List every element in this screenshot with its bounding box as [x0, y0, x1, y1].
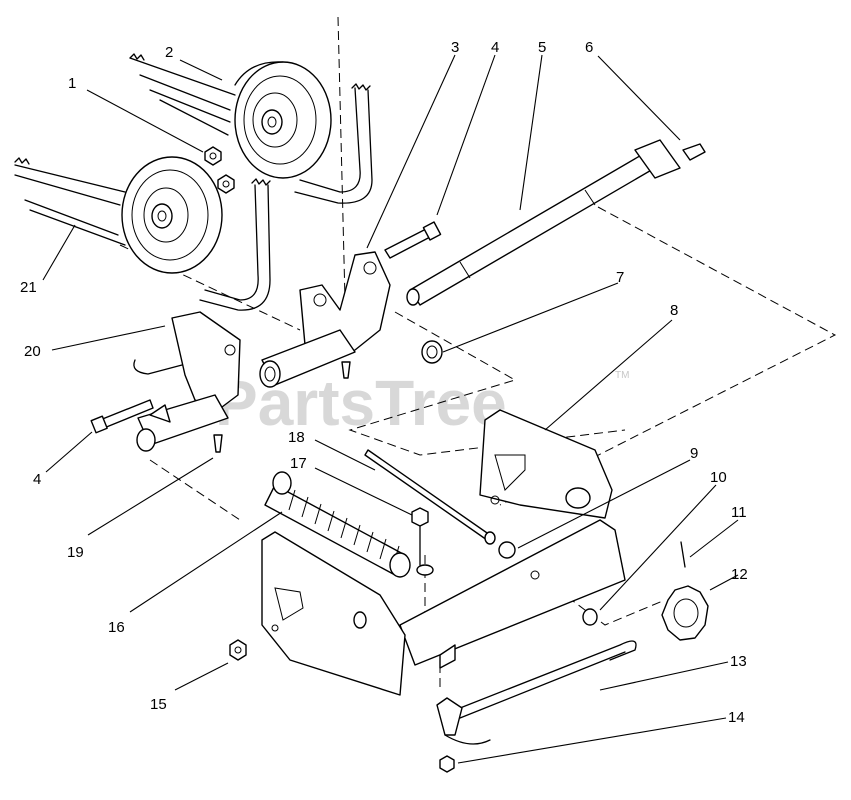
upper-idler-pulley — [234, 61, 332, 179]
callout-14: 14 — [728, 709, 745, 726]
pulley-nuts — [204, 146, 235, 194]
tension-spring — [264, 471, 411, 578]
shoulder-bolt — [411, 507, 434, 576]
callout-11: 11 — [731, 504, 747, 521]
idler-arm-bracket — [259, 251, 391, 388]
callout-1: 1 — [68, 75, 76, 92]
callout-6: 6 — [585, 39, 593, 56]
lower-bolt — [90, 399, 154, 434]
callout-7: 7 — [616, 269, 624, 286]
watermark-trademark: TM — [615, 370, 629, 381]
callout-20: 20 — [24, 343, 41, 360]
callout-19: 19 — [67, 544, 84, 561]
adjustment-knob — [661, 585, 709, 641]
callout-2: 2 — [165, 44, 173, 61]
callout-18: 18 — [288, 429, 305, 446]
callout-17: 17 — [290, 455, 307, 472]
lock-nut-left — [229, 639, 247, 661]
callout-labels: 1 2 3 4 5 6 7 8 9 10 11 12 13 14 15 16 1… — [20, 39, 748, 726]
bushing — [421, 340, 443, 364]
callout-10: 10 — [710, 469, 727, 486]
watermark: PartsTree — [215, 367, 507, 439]
callout-9: 9 — [690, 445, 698, 462]
belt-loops — [199, 83, 373, 311]
drive-belts — [14, 53, 236, 246]
callout-21: 21 — [20, 279, 37, 296]
mounting-bracket — [133, 311, 241, 453]
main-support-plate — [399, 409, 626, 666]
callout-3: 3 — [451, 39, 459, 56]
lock-nut-bottom — [439, 755, 455, 773]
callout-12: 12 — [731, 566, 748, 583]
callout-13: 13 — [730, 653, 747, 670]
lower-support-plate — [261, 531, 456, 696]
callout-4-lower: 4 — [33, 471, 41, 488]
callout-leaders — [42, 54, 739, 764]
callout-4: 4 — [491, 39, 499, 56]
callout-8: 8 — [670, 302, 678, 319]
spacer-washer — [582, 608, 598, 626]
cotter-pin — [680, 541, 686, 568]
adjustment-rod — [364, 449, 496, 545]
flat-washer — [498, 541, 516, 559]
upper-bolt — [384, 221, 442, 259]
pivot-shaft — [406, 139, 706, 306]
callout-16: 16 — [108, 619, 125, 636]
lower-idler-pulley — [121, 156, 223, 274]
callout-5: 5 — [538, 39, 546, 56]
j-hook-rod — [436, 640, 637, 745]
callout-15: 15 — [150, 696, 167, 713]
